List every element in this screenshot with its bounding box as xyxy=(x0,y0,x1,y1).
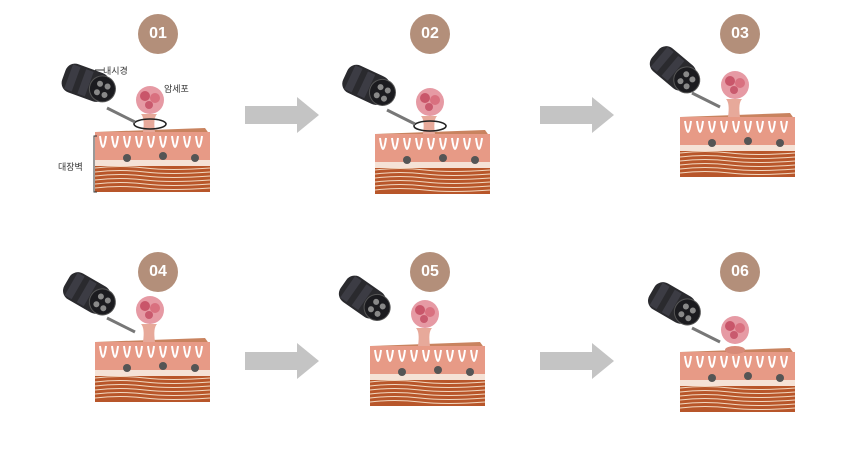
arrow-right-icon xyxy=(245,97,319,133)
endoscope xyxy=(342,64,396,106)
arrow-right-icon xyxy=(540,343,614,379)
endoscope xyxy=(338,275,391,321)
step-illustration-02 xyxy=(335,62,505,212)
step-illustration-01 xyxy=(55,60,225,210)
step-badge-06: 06 xyxy=(720,252,760,292)
step-illustration-06 xyxy=(640,280,810,430)
colon-wall-tissue xyxy=(679,348,796,412)
endoscope xyxy=(648,282,701,326)
step-badge-04: 04 xyxy=(138,252,178,292)
endoscope xyxy=(649,46,701,94)
step-badge-03: 03 xyxy=(720,14,760,54)
colon-wall-tissue xyxy=(679,113,796,177)
polyp xyxy=(136,86,164,114)
step-badge-02: 02 xyxy=(410,14,450,54)
colon-wall-tissue xyxy=(94,128,211,192)
step-illustration-03 xyxy=(640,45,810,195)
cancer-cell-label: 암세포 xyxy=(164,85,189,95)
colon-wall-tissue xyxy=(94,338,211,402)
endoscope-label: 내시경 xyxy=(103,67,128,77)
polyp xyxy=(136,296,164,324)
endoscope xyxy=(61,63,116,103)
colon-wall-tissue xyxy=(374,130,491,194)
label-leader-lines xyxy=(93,69,104,193)
step-badge-01: 01 xyxy=(138,14,178,54)
polyp xyxy=(411,300,439,328)
endoscope xyxy=(63,272,116,316)
colon-wall-label: 대장벽 xyxy=(58,163,83,173)
step-illustration-04 xyxy=(55,270,225,420)
polyp xyxy=(721,71,749,99)
arrow-right-icon xyxy=(245,343,319,379)
step-illustration-05 xyxy=(330,274,500,424)
colon-wall-tissue xyxy=(369,342,486,406)
step-badge-05: 05 xyxy=(410,252,450,292)
polyp xyxy=(721,316,749,344)
polyp xyxy=(416,88,444,116)
arrow-right-icon xyxy=(540,97,614,133)
